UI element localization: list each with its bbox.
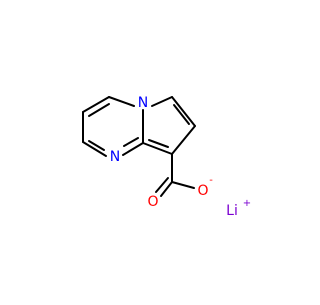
bond-c5-c6 xyxy=(82,96,110,113)
bond-n1-c2-double xyxy=(88,140,105,151)
bond-c8a-n1 xyxy=(122,142,144,156)
molecule-structure: N N O O - Li + xyxy=(82,95,251,219)
bond-c8a-n1-double xyxy=(123,137,139,147)
atom-n-ring: N xyxy=(110,149,120,165)
bond-ccarboxyl-ocarbonyl-a xyxy=(160,181,173,197)
bond-c8-c8a xyxy=(142,142,173,155)
bond-c3-c2p-double xyxy=(173,104,190,125)
structure-canvas: N N O O - Li + xyxy=(82,95,251,219)
charge-lithium: + xyxy=(243,198,251,209)
bond-ccarboxyl-ocarbonyl-b xyxy=(155,177,169,193)
atom-n-bridge: N xyxy=(138,95,148,111)
atom-labels: N N O O - Li + xyxy=(110,95,251,219)
atom-o-anion: O xyxy=(197,183,208,199)
bond-c6-nbridge xyxy=(108,96,135,107)
charge-o-anion: - xyxy=(209,175,213,186)
bond-nbridge-c3 xyxy=(151,96,173,107)
bond-c8-c8a-double xyxy=(148,139,169,148)
bond-c5-c6-double xyxy=(88,103,110,117)
atom-o-carbonyl: O xyxy=(147,194,158,210)
bonds xyxy=(82,96,196,197)
atom-lithium: Li xyxy=(226,203,238,219)
bond-c2p-c8 xyxy=(171,125,196,155)
bond-ccarboxyl-oanion xyxy=(171,181,195,189)
bond-c3-c2p xyxy=(171,96,196,127)
bond-n1-c2 xyxy=(82,141,107,157)
